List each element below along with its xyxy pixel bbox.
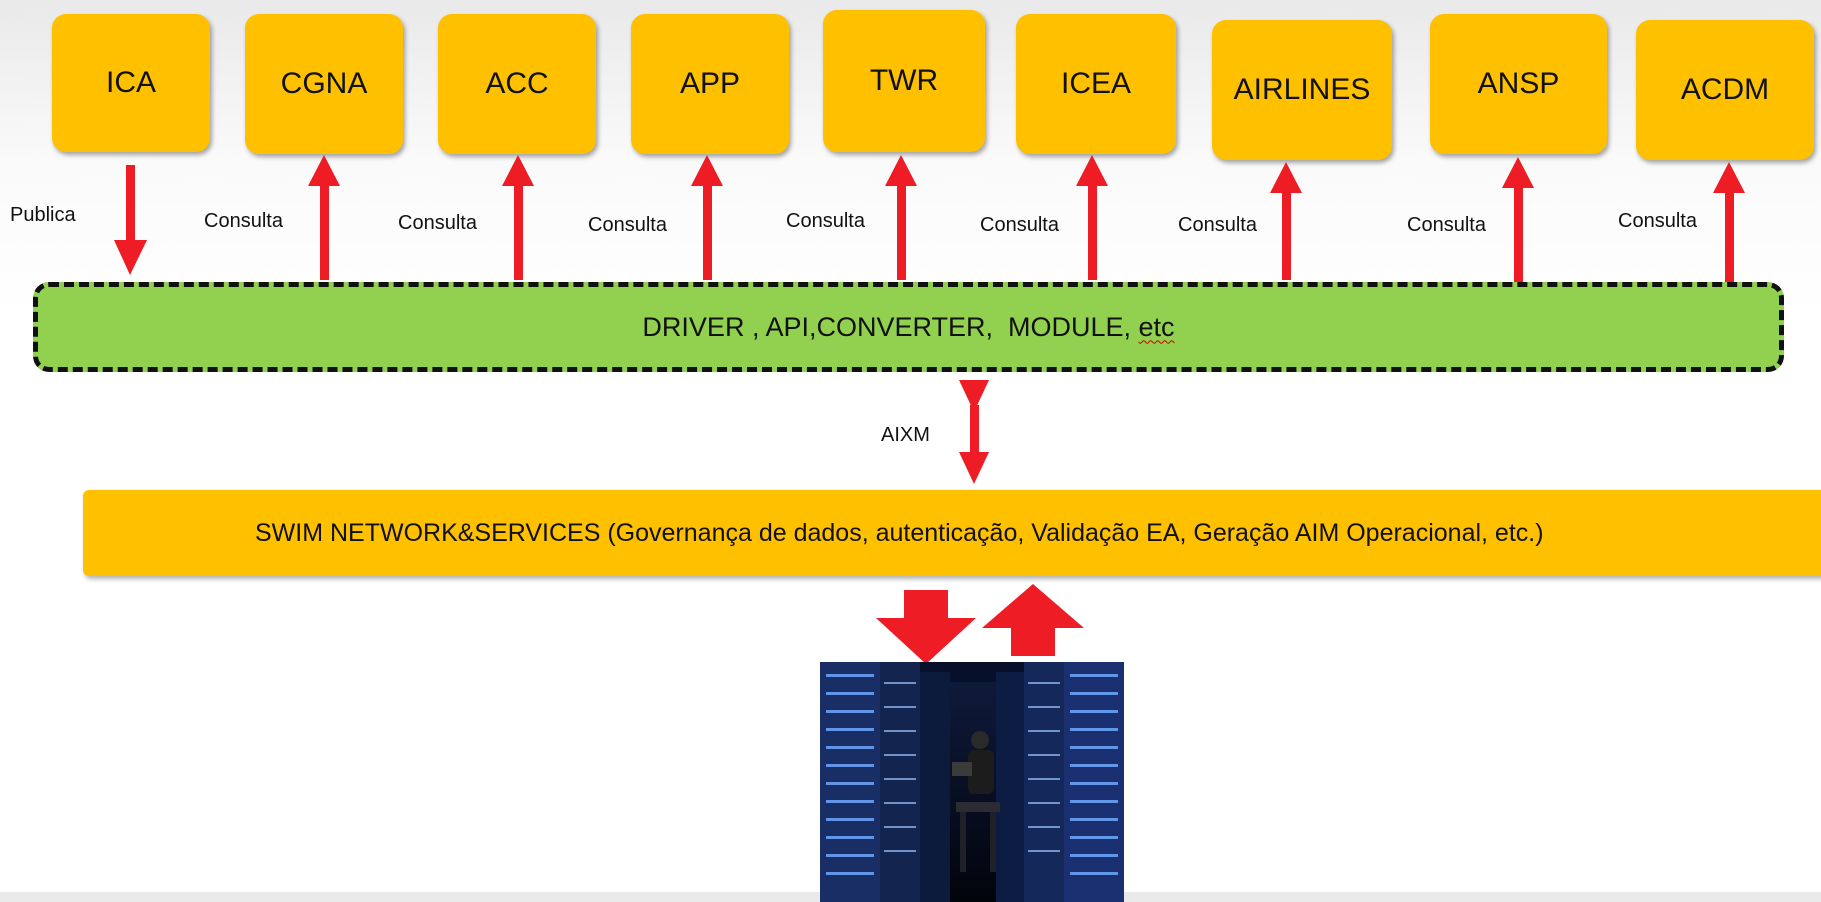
system-box-twr: TWR <box>823 10 985 152</box>
edge-label-consulta: Consulta <box>398 212 477 234</box>
system-label: AIRLINES <box>1233 73 1371 106</box>
integration-layer-label: DRIVER , API,CONVERTER, MODULE, etc <box>642 312 1174 343</box>
arrow-down-datacenter <box>876 590 976 664</box>
arrow-up-datacenter <box>982 584 1084 656</box>
arrow-up-acc <box>502 155 534 280</box>
system-label: ICEA <box>1060 67 1132 100</box>
edge-label-publica: Publica <box>10 204 76 226</box>
system-label: ICA <box>105 66 156 99</box>
aixm-label: AIXM <box>881 424 930 446</box>
system-box-ansp: ANSP <box>1430 14 1607 154</box>
integration-layer-label-main: DRIVER , API,CONVERTER, MODULE, <box>642 311 1139 342</box>
system-label: APP <box>679 67 741 100</box>
system-label: TWR <box>869 64 939 97</box>
edge-label-consulta: Consulta <box>1618 210 1697 232</box>
arrow-up-twr <box>885 155 917 280</box>
system-box-cgna: CGNA <box>245 14 403 154</box>
system-label: CGNA <box>280 67 368 100</box>
system-box-airlines: AIRLINES <box>1212 20 1392 160</box>
arrow-bidirectional-aixm <box>959 380 989 484</box>
arrow-up-cgna <box>308 155 340 280</box>
swim-network-bar: SWIM NETWORK&SERVICES (Governança de dad… <box>83 490 1821 576</box>
system-box-icea: ICEA <box>1016 14 1176 154</box>
edge-label-consulta: Consulta <box>786 210 865 232</box>
arrow-up-acdm <box>1713 162 1745 282</box>
system-box-acc: ACC <box>438 14 596 154</box>
swim-network-label: SWIM NETWORK&SERVICES (Governança de dad… <box>255 518 1544 547</box>
datacenter-image <box>820 662 1124 902</box>
server-room-photo-icon <box>820 662 1124 902</box>
system-box-acdm: ACDM <box>1636 20 1814 160</box>
system-box-app: APP <box>631 14 789 154</box>
arrow-up-icea <box>1076 155 1108 280</box>
system-label: ACDM <box>1680 73 1770 106</box>
system-box-ica: ICA <box>52 14 210 152</box>
edge-label-consulta: Consulta <box>588 214 667 236</box>
system-label: ACC <box>485 67 549 100</box>
edge-label-consulta: Consulta <box>980 214 1059 236</box>
arrow-up-ansp <box>1502 157 1534 282</box>
edge-label-consulta: Consulta <box>204 210 283 232</box>
edge-label-consulta: Consulta <box>1407 214 1486 236</box>
integration-layer-label-flagged: etc <box>1138 311 1175 342</box>
system-label: ANSP <box>1477 67 1560 100</box>
edge-label-consulta: Consulta <box>1178 214 1257 236</box>
integration-layer-bar: DRIVER , API,CONVERTER, MODULE, etc <box>33 282 1784 372</box>
arrow-up-airlines <box>1270 162 1302 280</box>
arrow-up-app <box>691 155 723 280</box>
arrow-down-publica <box>114 165 147 275</box>
